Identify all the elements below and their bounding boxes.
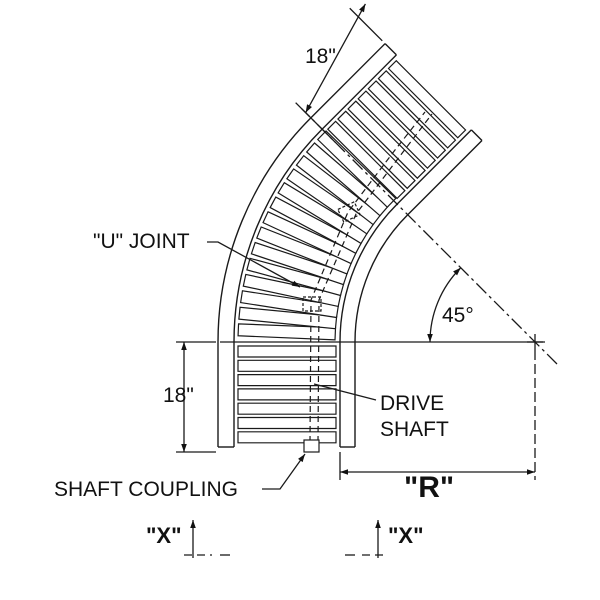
- frame-arc: [233, 128, 323, 343]
- extension-line: [295, 102, 337, 144]
- drive-shaft-line: [309, 111, 426, 443]
- radius-label: "R": [404, 471, 454, 504]
- roller: [237, 388, 337, 401]
- shaft-coupling: [303, 439, 320, 453]
- roller: [377, 69, 457, 149]
- frame-arc: [354, 214, 409, 343]
- dimension-angle: [427, 267, 462, 343]
- u-joint-label: "U" JOINT: [93, 230, 190, 253]
- roller: [367, 80, 447, 159]
- roller: [237, 374, 337, 387]
- roller: [316, 130, 397, 209]
- frame-arc: [339, 203, 398, 343]
- u-joint: [337, 201, 361, 223]
- shaft-coupling-label: SHAFT COUPLING: [54, 478, 238, 501]
- frame-end: [384, 43, 397, 56]
- side-width-label: 18": [163, 384, 194, 407]
- top-width-label: 18": [305, 45, 336, 68]
- roller: [387, 59, 467, 139]
- roller: [337, 110, 416, 190]
- roller: [237, 416, 337, 430]
- dimension-lines: [176, 3, 558, 558]
- section-right-label: "X": [388, 523, 424, 548]
- drive-shaft-label-1: DRIVE: [380, 392, 444, 415]
- leader-shaft-coupling: [262, 453, 306, 490]
- frame-rail: [407, 139, 483, 216]
- roller: [326, 120, 406, 200]
- leader-drive-shaft: [313, 383, 377, 401]
- u-joint: [302, 296, 322, 312]
- roller: [237, 345, 337, 358]
- section-left-label: "X": [146, 523, 182, 548]
- roller: [237, 359, 337, 372]
- frame-rail: [396, 129, 472, 205]
- frame-end: [470, 129, 483, 141]
- leader-u-joint: [207, 241, 301, 288]
- angle-label: 45°: [442, 304, 474, 327]
- roller: [237, 402, 337, 415]
- centerline-45: [301, 108, 558, 365]
- roller: [237, 431, 337, 444]
- rollers: [237, 59, 467, 444]
- drive-shaft: [302, 111, 433, 453]
- drive-shaft-line: [317, 113, 433, 443]
- frame-arc: [217, 117, 312, 343]
- dimension-top-width: [305, 3, 366, 113]
- drive-shaft-label-2: SHAFT: [380, 418, 449, 441]
